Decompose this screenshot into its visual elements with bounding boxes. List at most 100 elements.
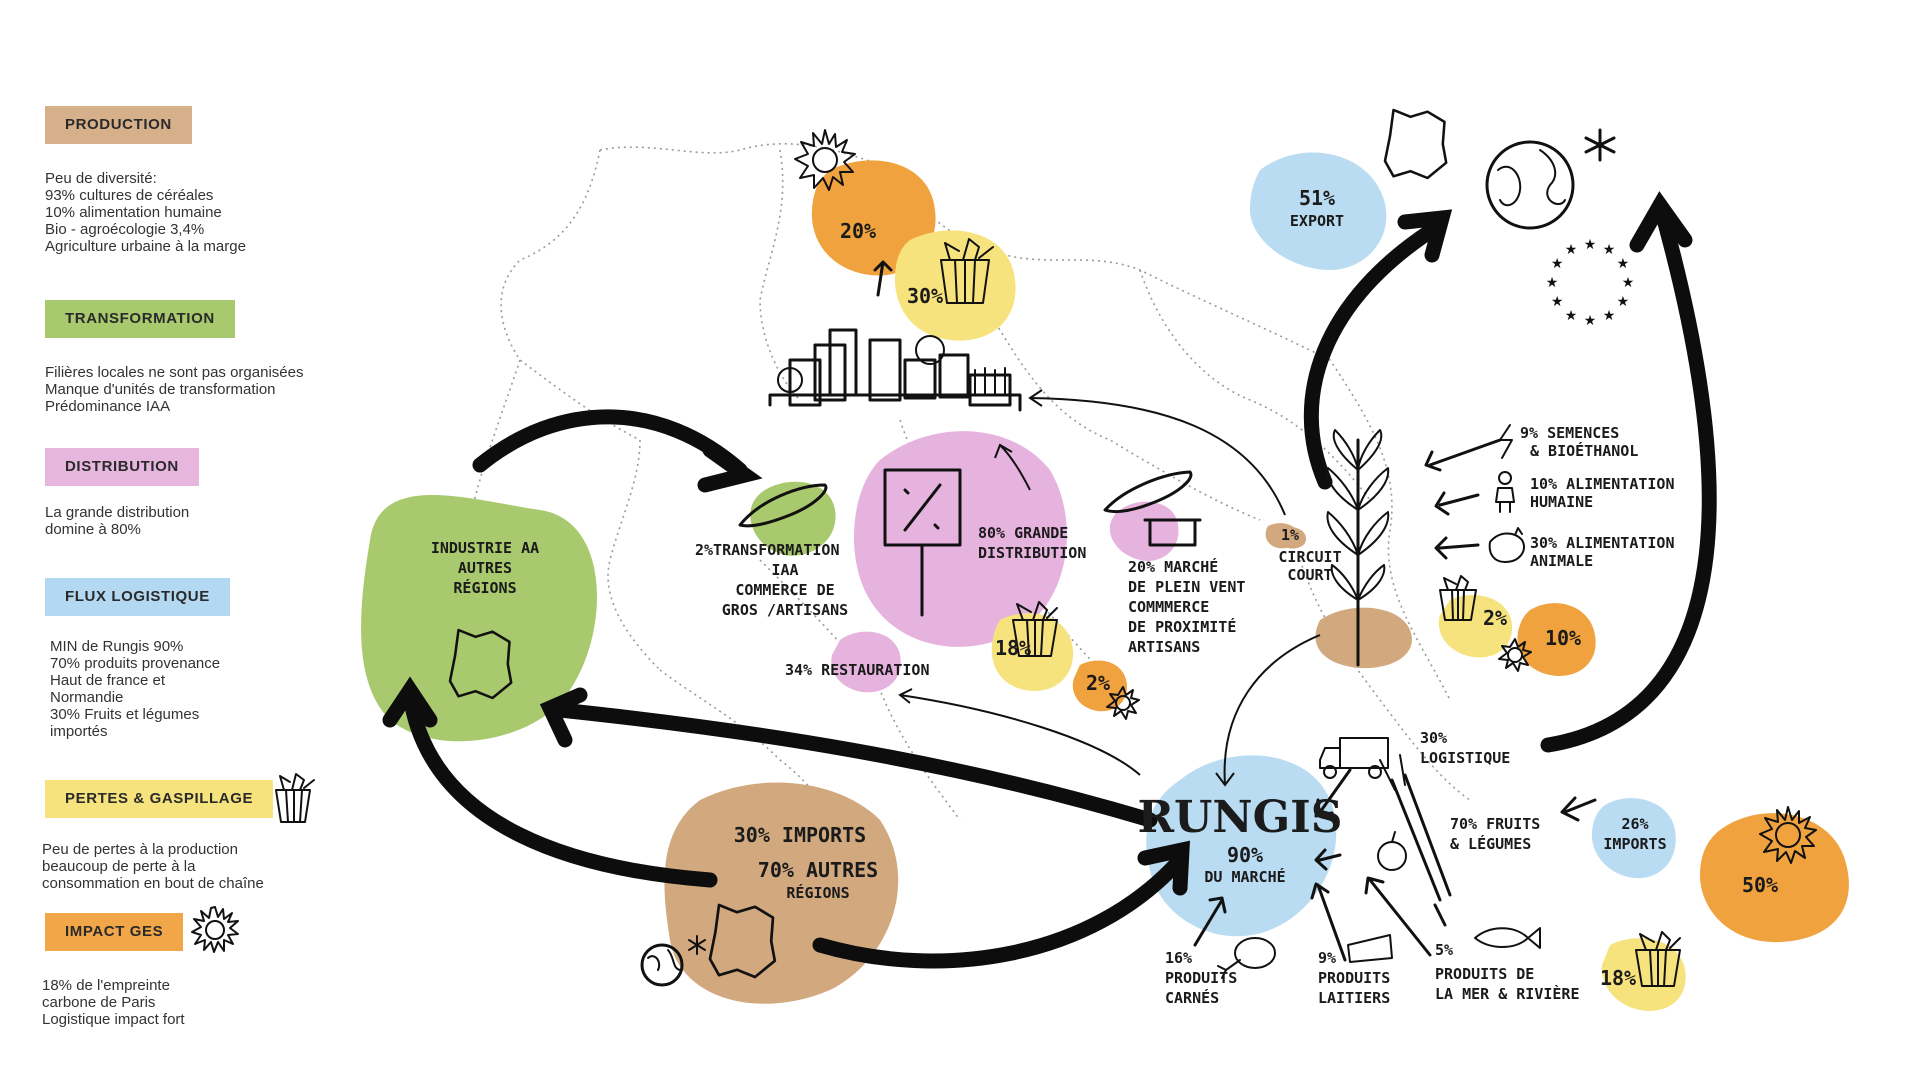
carnes-label-2: PRODUITS [1165, 969, 1237, 987]
transfo-label-3: COMMERCE DE [735, 581, 834, 599]
marche-label-1: 20% MARCHÉ [1128, 557, 1218, 576]
globe-icon-top [1485, 140, 1575, 230]
legend-distribution-text: La grande distribution domine à 80% [45, 504, 190, 538]
basket-icon-30 [940, 238, 994, 304]
france-icon-top [1383, 108, 1448, 180]
distribution-sign-icon [883, 468, 962, 617]
rungis-title: RUNGIS [1137, 792, 1342, 843]
eu-stars-icon: ★★★★★★★★★★★★ [1546, 237, 1635, 329]
transfo-label-2: IAA [771, 561, 798, 579]
rungis-sub: DU MARCHÉ [1204, 867, 1285, 886]
legend-pertes-label: PERTES & GASPILLAGE [65, 790, 254, 807]
carnes-label-1: 16% [1165, 949, 1192, 967]
marche-label-2: DE PLEIN VENT [1128, 578, 1245, 596]
export-label: EXPORT [1290, 212, 1344, 230]
bread-icon-transfo [738, 483, 828, 528]
fish-icon [1474, 927, 1541, 949]
city-icon [768, 328, 1022, 412]
pertes18b-label: 18% [1600, 966, 1636, 990]
legend-transformation-tag: TRANSFORMATION [45, 300, 235, 338]
basket-icon-2b [1439, 575, 1477, 621]
plant-icon [1326, 429, 1390, 667]
transfo-label-4: GROS /ARTISANS [722, 601, 848, 619]
autres70-label-1: 70% AUTRES [758, 858, 878, 882]
legend-production-tag: PRODUCTION [45, 106, 192, 144]
mer-label-1: 5% [1435, 941, 1453, 959]
legend-flux-label: FLUX LOGISTIQUE [65, 588, 210, 605]
france-icon-imports [708, 903, 777, 979]
labels: INDUSTRIE AA AUTRES RÉGIONS 30% IMPORTS … [431, 186, 1778, 1007]
legend-distribution-label: DISTRIBUTION [65, 458, 179, 475]
legend-basket-icon [275, 773, 315, 823]
truck-icon [1319, 737, 1389, 779]
carnes-label-3: CARNÉS [1165, 988, 1219, 1007]
circuit-pct: 1% [1281, 526, 1299, 544]
legend-impact-tag: IMPACT GES [45, 913, 184, 951]
eu-star-icon: ★ [1565, 242, 1578, 258]
thin-arrows [873, 260, 1597, 962]
pertes2b-label: 2% [1483, 606, 1507, 630]
legend-impact-text: 18% de l'empreinte carbone de Paris Logi… [42, 977, 185, 1028]
basket-icon-18a [1012, 601, 1058, 657]
asterisk-icon-top [1584, 128, 1616, 162]
legend-flux-text: MIN de Rungis 90% 70% produits provenanc… [50, 638, 221, 740]
fruits-label-2: & LÉGUMES [1450, 834, 1531, 853]
person-icon [1495, 471, 1515, 513]
eu-star-icon: ★ [1617, 294, 1630, 310]
industrie-blob [361, 495, 598, 742]
imports26-label-2: IMPORTS [1603, 835, 1666, 853]
chicken-icon [1488, 527, 1525, 563]
ges50-label: 50% [1742, 873, 1778, 897]
eu-star-icon: ★ [1622, 275, 1635, 291]
rungis-pct: 90% [1227, 843, 1263, 867]
sun-icon-20 [794, 129, 856, 191]
circuit-label-1: CIRCUIT [1278, 548, 1341, 566]
ges20-label: 20% [840, 219, 876, 243]
legend-transformation-text: Filières locales ne sont pas organisées … [45, 364, 304, 415]
pertes30-label: 30% [907, 284, 943, 308]
ges2a-label: 2% [1086, 671, 1110, 695]
legend-production-label: PRODUCTION [65, 116, 172, 133]
ges10-label: 10% [1545, 626, 1581, 650]
ges10-blob [1517, 603, 1596, 676]
france-icon-industrie [448, 628, 513, 700]
laitiers-label-2: PRODUITS [1318, 969, 1390, 987]
alimani-label-2: ANIMALE [1530, 552, 1593, 570]
eu-star-icon: ★ [1584, 237, 1597, 253]
marche-label-4: DE PROXIMITÉ [1128, 617, 1236, 636]
pertes18a-label: 18% [995, 636, 1031, 660]
sun-icon-2a [1106, 686, 1140, 720]
eu-star-icon: ★ [1584, 313, 1597, 329]
cheese-icon [1347, 934, 1393, 963]
laitiers-label-1: 9% [1318, 949, 1336, 967]
legend-sun-icon [191, 906, 239, 953]
marche-label-3: COMMMERCE [1128, 598, 1209, 616]
legend-distribution-tag: DISTRIBUTION [45, 448, 199, 486]
grande-label-1: 80% GRANDE [978, 524, 1068, 542]
import-blob [664, 782, 899, 1004]
tree-blob [1315, 607, 1412, 669]
logistique-label-1: 30% [1420, 729, 1447, 747]
laitiers-label-3: LAITIERS [1318, 989, 1390, 1007]
eu-star-icon: ★ [1546, 275, 1559, 291]
legend-pertes-text: Peu de pertes à la production beaucoup d… [42, 841, 264, 892]
industrie-label-3: RÉGIONS [453, 578, 516, 597]
alimhum-label-1: 10% ALIMENTATION [1530, 475, 1675, 493]
fruits-label-1: 70% FRUITS [1450, 815, 1540, 833]
circuit-label-2: COURT [1287, 566, 1332, 584]
eu-star-icon: ★ [1603, 308, 1616, 324]
eu-star-icon: ★ [1617, 256, 1630, 272]
transfo-label-1: 2%TRANSFORMATION [695, 541, 840, 559]
mer-label-2: PRODUITS DE [1435, 965, 1534, 983]
imports30-label: 30% IMPORTS [734, 823, 866, 847]
apple-icon [1377, 831, 1407, 871]
leek-icon [1379, 754, 1452, 927]
sun-icon-10 [1498, 638, 1532, 672]
chicken-leg-icon [1217, 937, 1276, 979]
asterisk-icon-bottom [688, 935, 706, 955]
pertes18a-blob [991, 613, 1074, 691]
mer-label-3: LA MER & RIVIÈRE [1435, 984, 1580, 1003]
autres70-label-2: RÉGIONS [786, 883, 849, 902]
brown-blob-top [1265, 523, 1299, 549]
marche-label-5: ARTISANS [1128, 638, 1200, 656]
